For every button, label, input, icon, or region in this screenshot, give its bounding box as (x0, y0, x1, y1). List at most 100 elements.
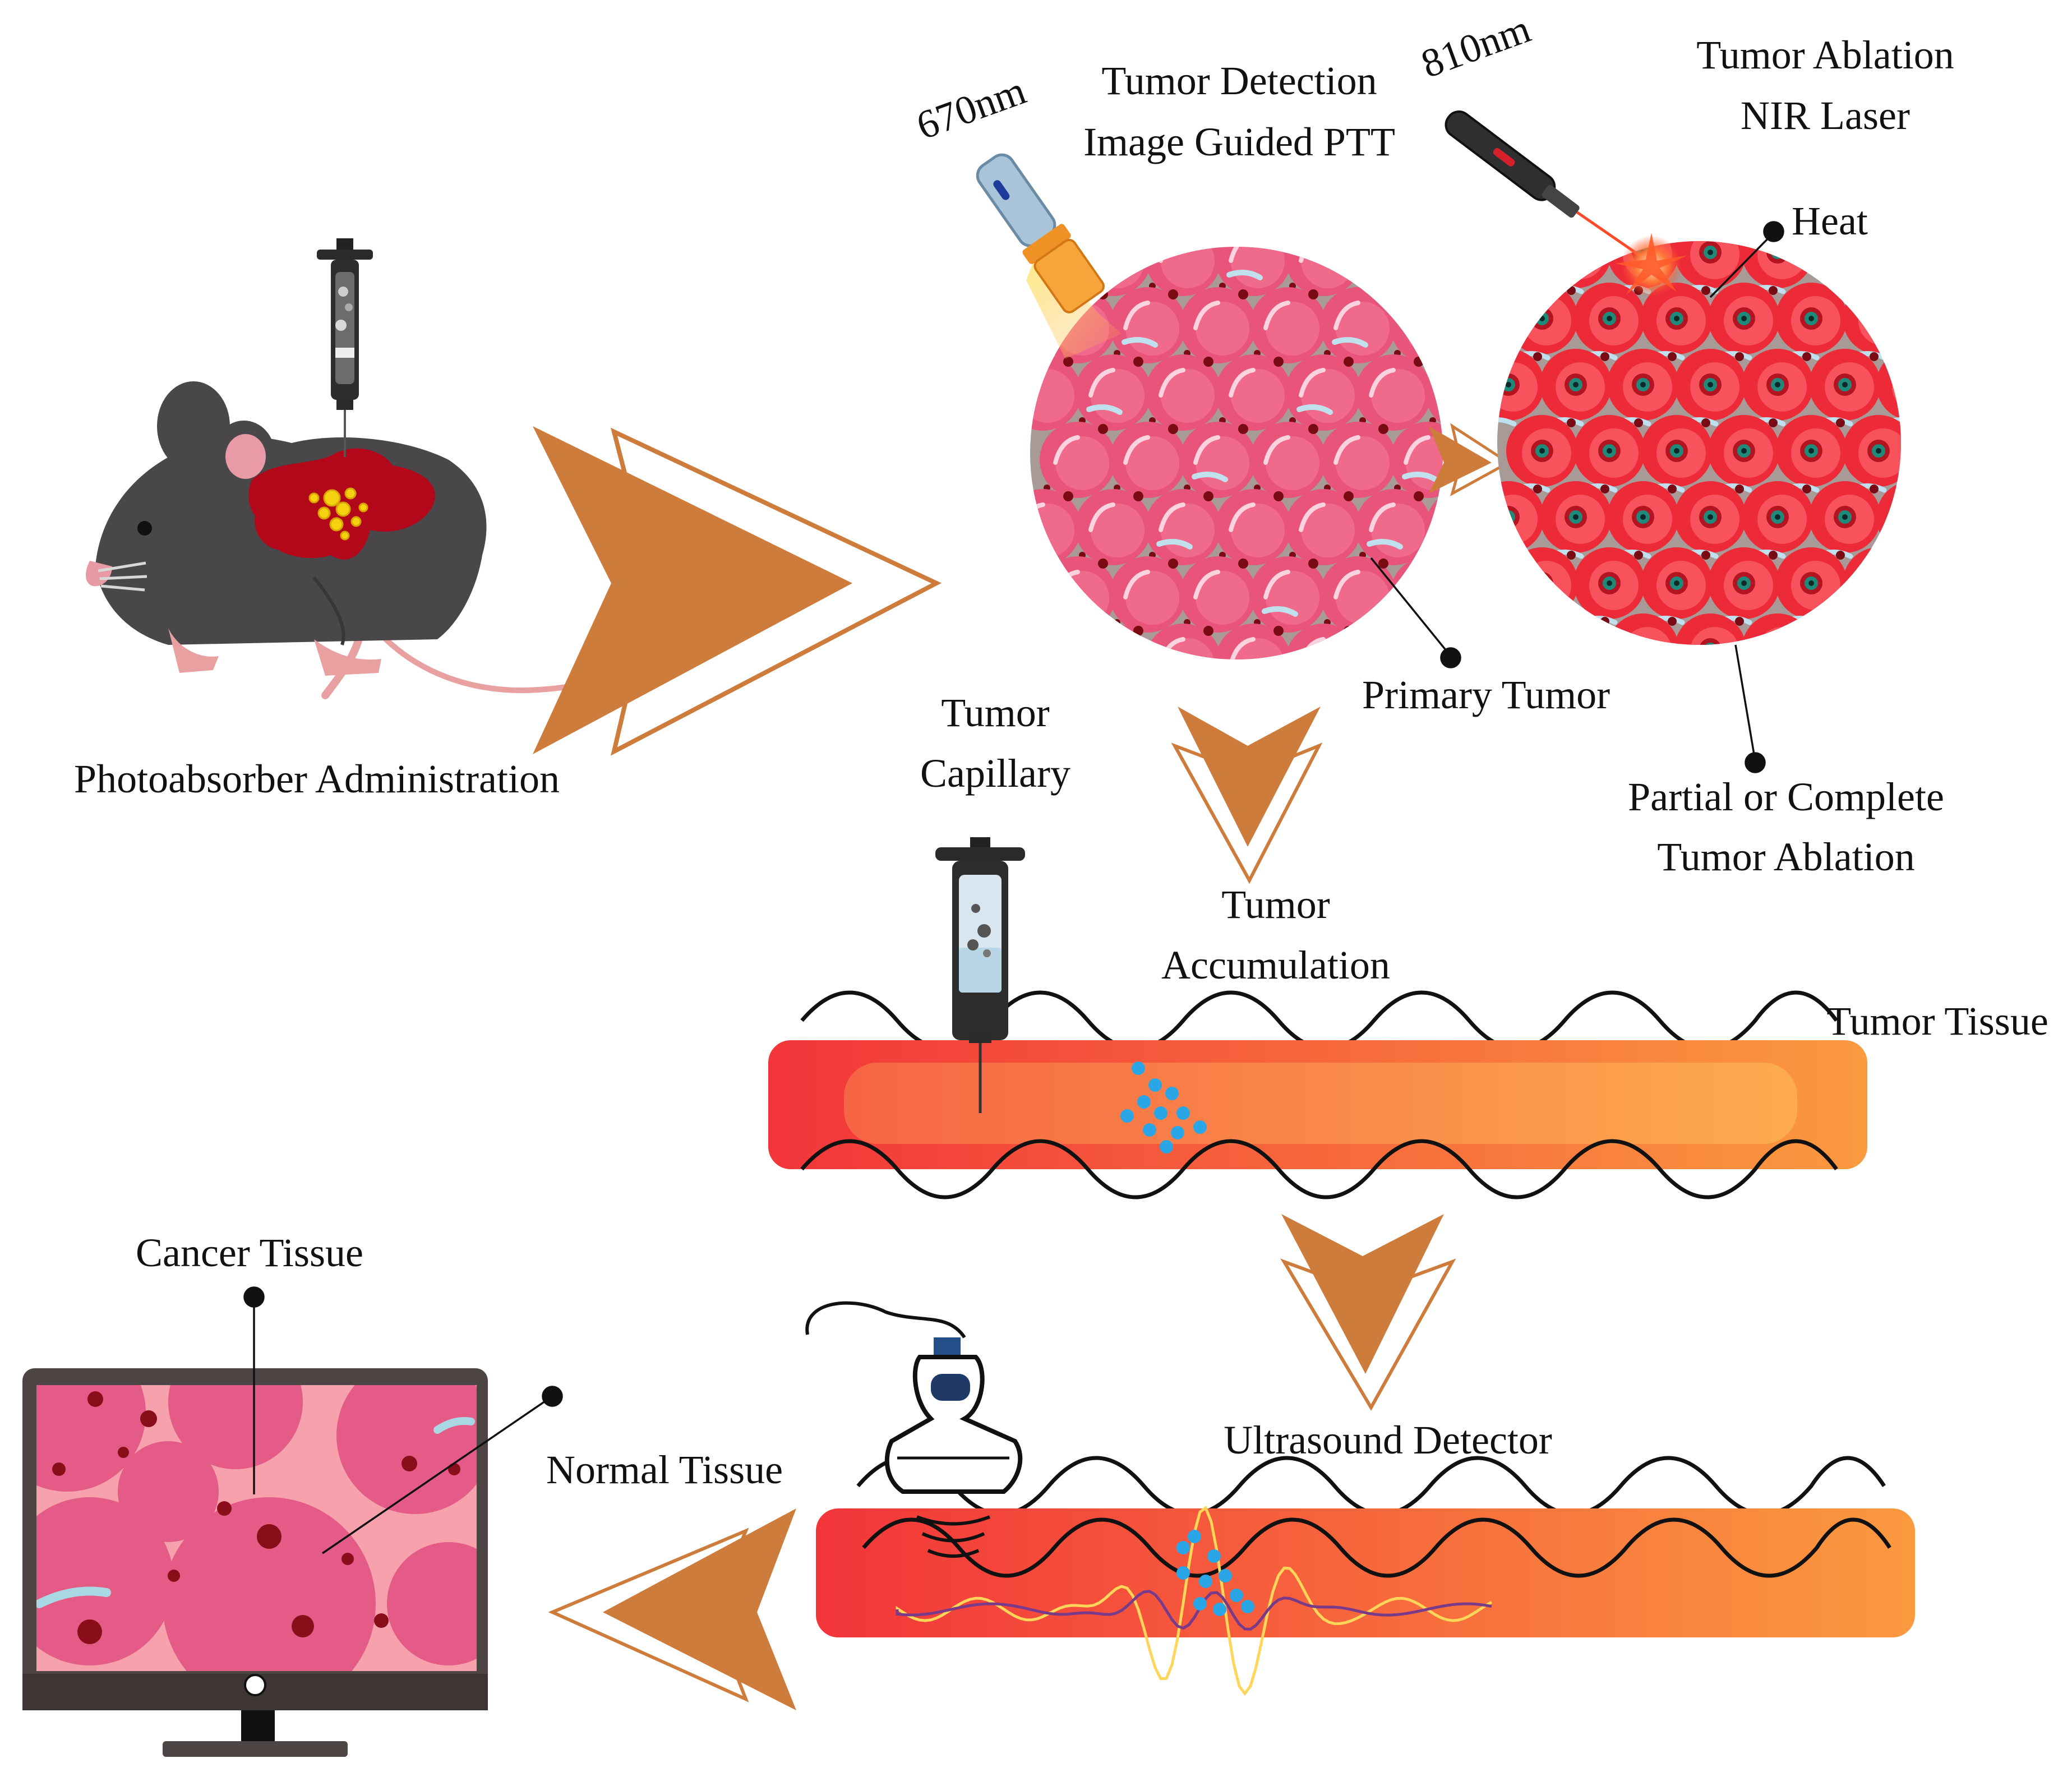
nucleus-core (1939, 444, 1953, 458)
label-partial-line2: Tumor Ablation (1657, 834, 1914, 879)
ablated-cell-inner (1556, 627, 1605, 645)
label-810nm: 810nm (1415, 6, 1536, 87)
label-partial-line1: Partial or Complete (1628, 774, 1944, 819)
cell-highlight (1193, 570, 1220, 599)
tumor-cell-inner (1301, 247, 1355, 288)
tumor-cell-inner (1091, 504, 1145, 557)
capillary-fragment (1475, 609, 1506, 614)
ablated-cell (1742, 613, 1813, 645)
cell-highlight (1159, 502, 1185, 532)
nucleus-center (1674, 316, 1679, 321)
capillary-fragment (1497, 550, 1517, 559)
nucleus-center (1741, 580, 1747, 586)
nucleus-center (1909, 250, 1915, 255)
arrow-down-1 (1171, 707, 1323, 884)
cell-highlight (1369, 368, 1396, 398)
capillary-fragment (1475, 205, 1506, 210)
text-labels: Photoabsorber Administration 670nm 810nm… (74, 6, 2048, 1492)
cell-nucleus (1766, 241, 1789, 264)
dark-dot (1308, 289, 1318, 299)
arrow-down-2 (1280, 1214, 1456, 1411)
tumor-cell-inner (1125, 436, 1179, 490)
screen-dot (118, 1447, 129, 1458)
cell-highlight (1369, 247, 1396, 263)
nucleus-center (1674, 580, 1679, 586)
dark-dot (1203, 222, 1213, 232)
monitor-icon (22, 1368, 488, 1757)
dark-dot (1484, 491, 1494, 501)
nucleus-core (1872, 312, 1885, 325)
nucleus-core (1838, 246, 1852, 259)
cell-highlight (1088, 502, 1115, 532)
ablated-cell (1910, 283, 1982, 354)
dark-dot (1149, 686, 1156, 693)
tumor-cell-inner (1196, 302, 1249, 356)
nanoparticle (1230, 1589, 1243, 1602)
label-tumor-tissue: Tumor Tissue (1826, 999, 2048, 1044)
dark-dot (1735, 352, 1744, 361)
capillary-fragment (1918, 619, 1951, 623)
cell-highlight (1053, 435, 1080, 465)
dark-dot (1836, 551, 1845, 560)
dark-dot (1308, 559, 1318, 569)
capillary-fragment (1579, 616, 1618, 625)
nucleus-center (1808, 448, 1814, 454)
nucleus-center (1573, 514, 1579, 520)
capillary-fragment (1156, 539, 1193, 550)
cell-highlight (1123, 301, 1150, 330)
nanoparticle (1171, 1126, 1184, 1139)
nucleus-core (1771, 246, 1784, 259)
capillary-fragment (1884, 685, 1918, 689)
nucleus-core (1636, 643, 1650, 645)
dark-dot (1567, 418, 1576, 427)
cell-highlight (1229, 247, 1256, 263)
tumor-cell-inner (1441, 247, 1443, 288)
nucleus-center (1842, 250, 1848, 255)
cell-highlight (1299, 502, 1326, 532)
cell-highlight (1404, 570, 1430, 599)
nucleus-center (1539, 316, 1545, 321)
tumor-cell-inner (1196, 571, 1249, 625)
nanoparticle (1165, 1087, 1179, 1100)
nucleus-center (1775, 250, 1780, 255)
dark-dot (1464, 619, 1471, 626)
screen-dot (52, 1462, 66, 1476)
dark-dot (1238, 559, 1248, 569)
ablated-cell-inner (1926, 561, 1975, 610)
nanoparticle (1148, 1078, 1162, 1092)
cell-nucleus (1531, 572, 1553, 594)
dark-dot (1344, 357, 1354, 367)
nucleus-center (1808, 580, 1814, 586)
ablated-cell (1910, 415, 1982, 487)
cell-highlight (1369, 502, 1396, 532)
cell-highlight (1404, 301, 1430, 330)
dark-dot (1009, 552, 1016, 559)
cell-highlight (1439, 247, 1443, 263)
screen-dot (217, 1501, 232, 1516)
dark-dot (1133, 626, 1143, 636)
tumor-cell (1285, 624, 1362, 659)
nucleus-center (1708, 250, 1713, 255)
tumor-cell (1425, 247, 1443, 296)
label-detection-line1: Tumor Detection (1101, 58, 1377, 103)
nanoparticle (1132, 1062, 1145, 1075)
tumor-cell-inner (1371, 369, 1425, 423)
nanoparticle (1199, 1575, 1212, 1588)
capillary-fragment (1296, 404, 1333, 415)
nucleus-center (1876, 316, 1881, 321)
dark-dot (1735, 484, 1744, 493)
label-accumulation-line2: Accumulation (1161, 943, 1390, 987)
screen-cell (168, 1385, 303, 1469)
dark-dot (1484, 222, 1494, 232)
leader-dot-cancer-tissue (243, 1286, 265, 1308)
cell-highlight (1123, 570, 1150, 599)
cell-highlight (1088, 637, 1115, 659)
ablated-cell-inner (1623, 627, 1672, 645)
nucleus-center (1775, 647, 1780, 652)
dark-dot (1414, 626, 1424, 636)
dark-dot (1668, 220, 1677, 229)
nanoparticle (1213, 1603, 1226, 1616)
dark-dot (1238, 289, 1248, 299)
screen-cell (36, 1497, 174, 1665)
dark-dot (1634, 551, 1643, 560)
